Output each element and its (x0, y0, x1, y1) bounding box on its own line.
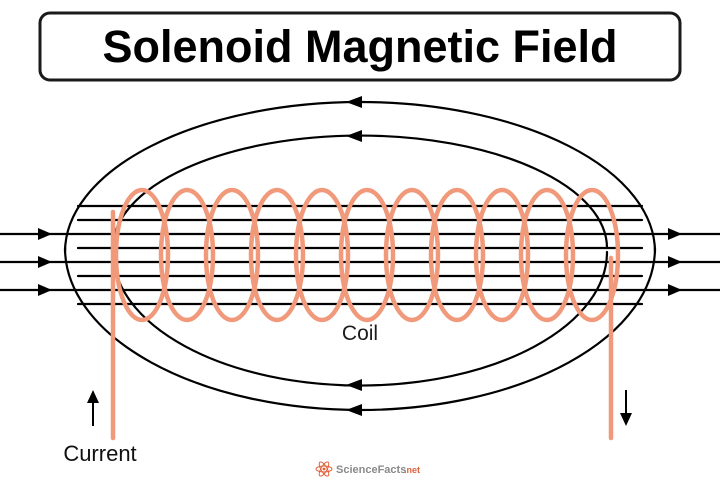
coil-turn (248, 187, 306, 323)
title-border (38, 11, 682, 82)
arrow-right-icon (38, 284, 52, 296)
arrow-left-icon (346, 96, 362, 108)
coil-turn (428, 187, 486, 323)
watermark: ScienceFacts .net (315, 461, 420, 477)
current-label: Current (63, 441, 136, 466)
arrow-right-icon (38, 256, 52, 268)
page-title: Solenoid Magnetic Field (102, 21, 617, 72)
title-box: Solenoid Magnetic Field (38, 11, 682, 82)
current-direction-arrows (87, 390, 632, 426)
coil-turn (383, 187, 441, 323)
coil (110, 187, 621, 441)
current-down-arrow-icon (620, 390, 632, 426)
field-arrowheads (38, 96, 682, 416)
watermark-suffix-text: .net (404, 465, 420, 475)
atom-icon (315, 461, 333, 477)
arrow-right-icon (668, 228, 682, 240)
coil-turn (113, 187, 171, 323)
coil-turn (203, 187, 261, 323)
coil-turn (158, 187, 216, 323)
coil-turn (518, 187, 576, 323)
current-up-arrow-icon (87, 390, 99, 426)
arrow-left-icon (346, 404, 362, 416)
arrow-left-icon (346, 379, 362, 391)
coil-turn (293, 187, 351, 323)
coil-turn (473, 187, 531, 323)
coil-label: Coil (342, 322, 378, 345)
coil-turn (338, 187, 396, 323)
watermark-brand-text: ScienceFacts (336, 464, 406, 476)
arrow-left-icon (346, 130, 362, 142)
arrow-right-icon (668, 284, 682, 296)
arrow-right-icon (668, 256, 682, 268)
coil-turn (563, 187, 621, 323)
arrow-right-icon (38, 228, 52, 240)
